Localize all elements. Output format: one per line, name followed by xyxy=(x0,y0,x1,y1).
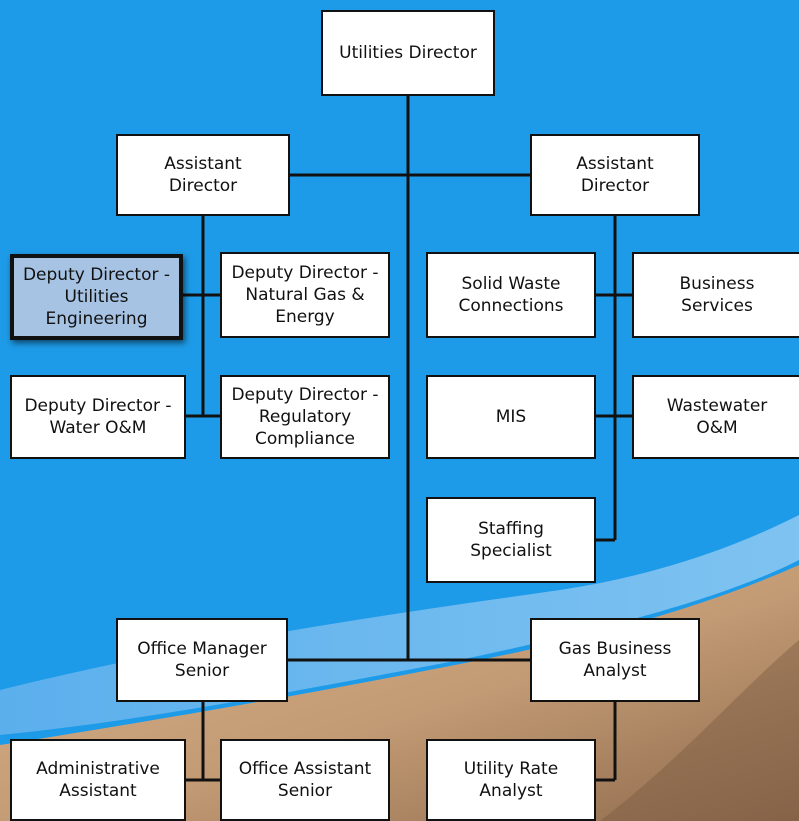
box-business-services: Business Services xyxy=(632,252,799,338)
box-assistant-director-right: Assistant Director xyxy=(530,134,700,216)
box-staffing-specialist: Staffing Specialist xyxy=(426,497,596,583)
box-assistant-director-left: Assistant Director xyxy=(116,134,290,216)
box-utility-rate-analyst: Utility Rate Analyst xyxy=(426,739,596,821)
sand-dune xyxy=(0,565,799,821)
box-administrative-assistant: Administrative Assistant xyxy=(10,739,186,821)
sand-shadow xyxy=(600,640,799,821)
box-utilities-director: Utilities Director xyxy=(321,10,495,96)
box-gas-business-analyst: Gas Business Analyst xyxy=(530,618,700,702)
box-deputy-director-utilities-engineering: Deputy Director - Utilities Engineering xyxy=(10,254,183,340)
box-deputy-director-natural-gas: Deputy Director - Natural Gas & Energy xyxy=(220,252,390,338)
box-office-assistant-senior: Office Assistant Senior xyxy=(220,739,390,821)
box-solid-waste-connections: Solid Waste Connections xyxy=(426,252,596,338)
box-wastewater-om: Wastewater O&M xyxy=(632,375,799,459)
box-office-manager-senior: Office Manager Senior xyxy=(116,618,288,702)
box-deputy-director-water-om: Deputy Director - Water O&M xyxy=(10,375,186,459)
box-deputy-director-regulatory: Deputy Director - Regulatory Compliance xyxy=(220,375,390,459)
box-mis: MIS xyxy=(426,375,596,459)
